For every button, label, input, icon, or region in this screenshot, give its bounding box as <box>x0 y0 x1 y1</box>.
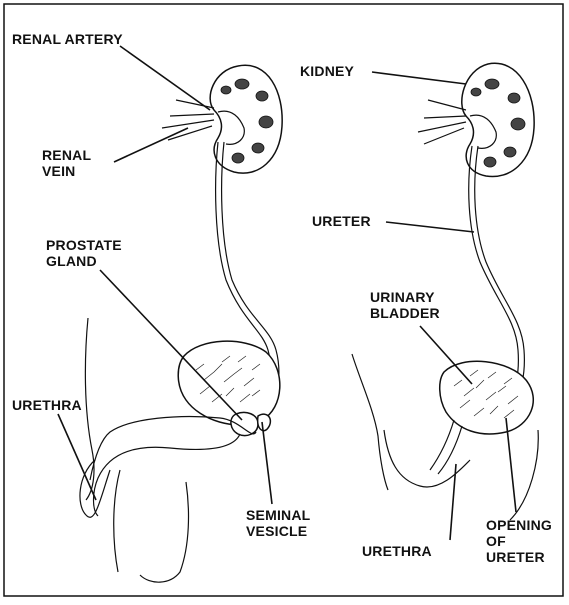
label-ureter: URETER <box>312 213 371 229</box>
label-urethra-female: URETHRA <box>362 543 432 559</box>
label-urethra-male: URETHRA <box>12 397 82 413</box>
label-bladder-line2: BLADDER <box>370 305 440 321</box>
label-seminal-line1: SEMINAL <box>246 507 311 523</box>
label-opening-line3: URETER <box>486 549 545 565</box>
label-renal-vein-line2: VEIN <box>42 163 75 179</box>
label-kidney: KIDNEY <box>300 63 355 79</box>
label-opening-line2: OF <box>486 533 506 549</box>
label-renal-artery: RENAL ARTERY <box>12 31 123 47</box>
male-prostate <box>231 412 258 435</box>
label-prostate-line2: GLAND <box>46 253 97 269</box>
label-renal-vein-line1: RENAL <box>42 147 91 163</box>
label-prostate-line1: PROSTATE <box>46 237 122 253</box>
label-opening-line1: OPENING <box>486 517 552 533</box>
male-seminal-vesicle <box>258 414 271 431</box>
label-seminal-line2: VESICLE <box>246 523 307 539</box>
label-bladder-line1: URINARY <box>370 289 435 305</box>
